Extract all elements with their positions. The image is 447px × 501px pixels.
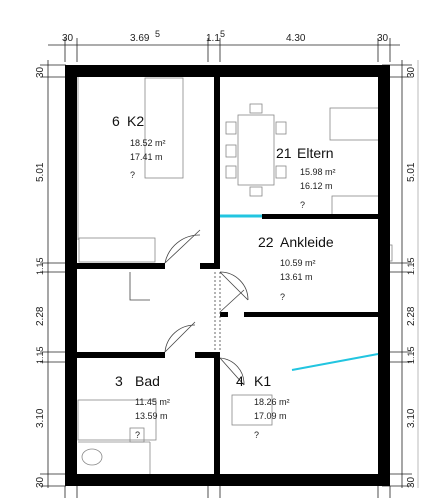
left-dimension-chain: 30 5.01 1.15 2.28 1.15 3.10 30 xyxy=(35,60,66,488)
toilet xyxy=(81,448,103,466)
room-ankleide-name: Ankleide xyxy=(280,234,334,250)
dim-left-room-height-1: 5.01 xyxy=(35,162,46,182)
window-k1 xyxy=(291,353,379,371)
room-eltern-area: 15.98 m² xyxy=(300,167,336,177)
wall-ankleide-k1 xyxy=(244,312,378,317)
dim-top-room-width: 3.69 xyxy=(130,33,150,44)
dim-top-30-right: 30 xyxy=(377,33,389,44)
room-eltern: 21 Eltern 15.98 m² 16.12 m ? xyxy=(276,145,336,210)
room-k1: 4 K1 18.26 m² 17.09 m ? xyxy=(236,373,290,440)
outer-wall-right xyxy=(378,65,390,486)
dim-top-30-left: 30 xyxy=(62,33,74,44)
door-corridor xyxy=(219,289,245,313)
room-k1-perimeter: 17.09 m xyxy=(254,411,287,421)
room-k1-note: ? xyxy=(254,430,259,440)
room-ankleide-number: 22 xyxy=(258,234,274,250)
dim-left-wall-2: 1.15 xyxy=(35,346,45,364)
table-eltern xyxy=(237,114,275,186)
bottom-ticks xyxy=(64,486,391,498)
window-accents xyxy=(220,214,379,371)
dim-top-superscript-a: 5 xyxy=(155,29,160,39)
dim-left-30-bottom: 30 xyxy=(35,476,46,488)
room-bad-number: 3 xyxy=(115,373,123,389)
room-bad-note: ? xyxy=(135,430,140,440)
dim-top-room-width-2: 4.30 xyxy=(286,33,306,44)
dim-top-superscript-b: 5 xyxy=(220,29,225,39)
dim-right-30-bottom: 30 xyxy=(406,476,417,488)
dim-left-wall-1: 1.15 xyxy=(35,257,45,275)
outer-wall-left xyxy=(65,65,77,486)
room-eltern-number: 21 xyxy=(276,145,292,161)
room-k2: 6 K2 18.52 m² 17.41 m ? xyxy=(112,113,166,180)
interior-wall-h2-left xyxy=(77,352,165,358)
room-k2-name: K2 xyxy=(127,113,144,129)
dim-right-room-height-3: 3.10 xyxy=(406,408,417,428)
dim-right-room-height-2: 2.28 xyxy=(406,306,417,326)
room-ankleide-perimeter: 13.61 m xyxy=(280,272,313,282)
dim-right-wall-1: 1.15 xyxy=(406,257,416,275)
room-k2-perimeter: 17.41 m xyxy=(130,152,163,162)
top-dimension-chain: 30 3.69 5 1.1 5 4.30 30 xyxy=(48,29,400,62)
doors xyxy=(129,229,249,386)
furniture xyxy=(77,77,393,474)
dim-top-wall: 1.1 xyxy=(206,33,220,44)
room-k2-area: 18.52 m² xyxy=(130,138,166,148)
room-eltern-perimeter: 16.12 m xyxy=(300,181,333,191)
desk-k2 xyxy=(144,77,184,179)
stair-corridor xyxy=(129,272,150,301)
interior-wall-vertical-lower xyxy=(214,352,220,474)
room-bad-name: Bad xyxy=(135,373,160,389)
room-eltern-note: ? xyxy=(300,200,305,210)
desk-k1 xyxy=(231,394,273,426)
outer-wall-top xyxy=(65,65,390,77)
room-k2-number: 6 xyxy=(112,113,120,129)
door-ankleide xyxy=(219,271,249,301)
interior-wall-h1-left xyxy=(77,263,165,269)
room-k1-area: 18.26 m² xyxy=(254,397,290,407)
dim-right-30-top: 30 xyxy=(406,66,417,78)
door-bad xyxy=(164,321,196,353)
room-k1-number: 4 xyxy=(236,373,244,389)
bench-eltern xyxy=(331,195,381,217)
interior-wall-h2-right xyxy=(195,352,220,358)
dim-left-room-height-3: 3.10 xyxy=(35,408,46,428)
room-ankleide-area: 10.59 m² xyxy=(280,258,316,268)
cabinet-k2 xyxy=(78,237,156,263)
room-eltern-name: Eltern xyxy=(297,145,334,161)
dim-left-30-top: 30 xyxy=(35,66,46,78)
door-k2 xyxy=(164,229,201,264)
dim-right-room-height-1: 5.01 xyxy=(406,162,417,182)
dim-left-room-height-2: 2.28 xyxy=(35,306,46,326)
right-dimension-chain: 30 5.01 1.15 2.28 1.15 3.10 30 xyxy=(382,60,419,488)
walls xyxy=(65,65,390,486)
door-k1 xyxy=(219,357,245,386)
interior-wall-h1-right xyxy=(200,263,220,269)
room-ankleide: 22 Ankleide 10.59 m² 13.61 m ? xyxy=(258,234,334,302)
room-k2-note: ? xyxy=(130,170,135,180)
dim-right-wall-2: 1.15 xyxy=(406,346,416,364)
room-bad: 3 Bad 11.45 m² 13.59 m ? xyxy=(115,373,170,440)
outer-wall-bottom xyxy=(65,474,390,486)
bathtub xyxy=(77,399,157,441)
room-bad-perimeter: 13.59 m xyxy=(135,411,168,421)
room-ankleide-note: ? xyxy=(280,292,285,302)
room-k1-name: K1 xyxy=(254,373,271,389)
interior-wall-vertical-upper xyxy=(214,77,220,263)
sofa-eltern xyxy=(329,107,381,141)
wall-eltern-ankleide xyxy=(262,214,378,219)
room-bad-area: 11.45 m² xyxy=(135,397,170,407)
